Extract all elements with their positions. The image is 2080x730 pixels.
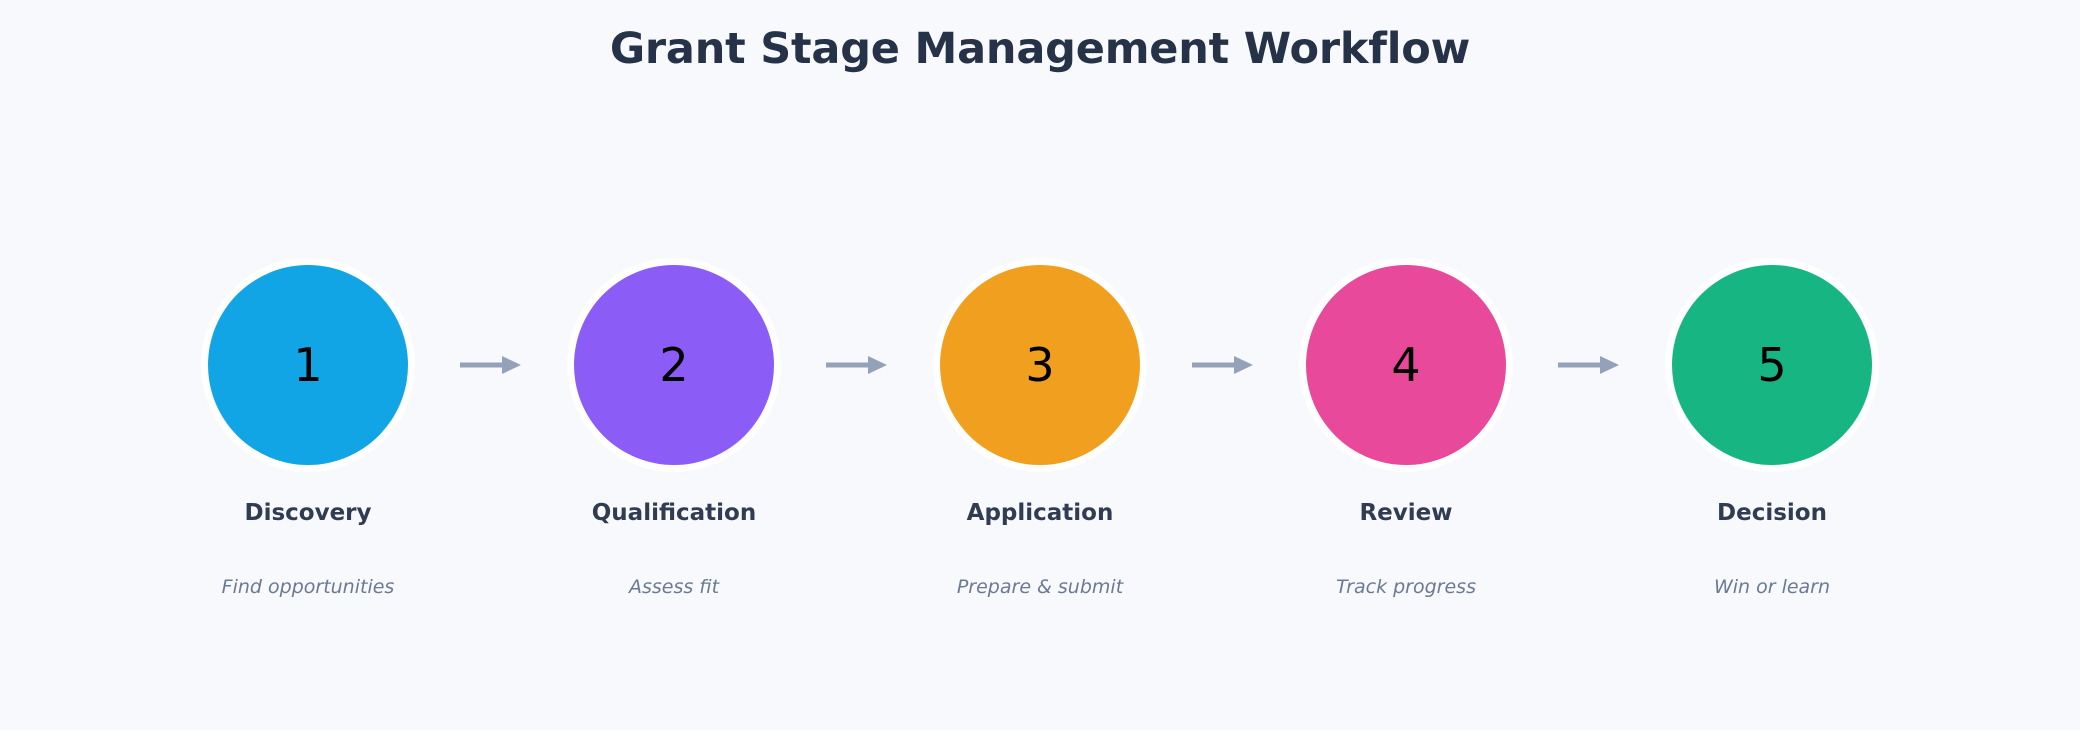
stage-label-5: Decision [1717,500,1827,526]
stage-label-2: Qualification [591,500,757,526]
stage-flow-row: 1 2 3 [0,260,2080,470]
stage-caption-4: Review Track progress [1303,470,1509,598]
stage-number-4: 4 [1391,338,1421,392]
stage-circle-4[interactable]: 4 [1306,265,1506,465]
stage-caption-5: Decision Win or learn [1669,470,1875,598]
stage-number-5: 5 [1757,338,1787,392]
stage-circle-1[interactable]: 1 [208,265,408,465]
stage-circle-2[interactable]: 2 [574,265,774,465]
stage-label-3: Application [966,500,1114,526]
arrow-right-icon [1509,345,1669,385]
stage-node-2[interactable]: 2 [571,262,777,468]
stage-node-5[interactable]: 5 [1669,262,1875,468]
arrow-right-icon [1143,345,1303,385]
stage-circle-3[interactable]: 3 [940,265,1140,465]
stage-node-1[interactable]: 1 [205,262,411,468]
arrow-right-icon [411,345,571,385]
stage-node-4[interactable]: 4 [1303,262,1509,468]
stage-description-2: Assess fit [628,576,720,598]
stage-caption-3: Application Prepare & submit [937,470,1143,598]
stage-description-4: Track progress [1336,576,1476,598]
stage-number-2: 2 [659,338,689,392]
stage-node-3[interactable]: 3 [937,262,1143,468]
page-title: Grant Stage Management Workflow [609,24,1471,74]
stage-label-4: Review [1359,500,1453,526]
stage-description-3: Prepare & submit [956,576,1124,598]
stage-label-1: Discovery [244,500,372,526]
stage-caption-1: Discovery Find opportunities [205,470,411,598]
stage-description-5: Win or learn [1713,576,1831,598]
stage-caption-2: Qualification Assess fit [571,470,777,598]
stage-description-1: Find opportunities [221,576,395,598]
stage-number-1: 1 [293,338,323,392]
stage-circle-5[interactable]: 5 [1672,265,1872,465]
stage-caption-row: Discovery Find opportunities Qualificati… [0,470,2080,650]
stage-number-3: 3 [1025,338,1055,392]
arrow-right-icon [777,345,937,385]
